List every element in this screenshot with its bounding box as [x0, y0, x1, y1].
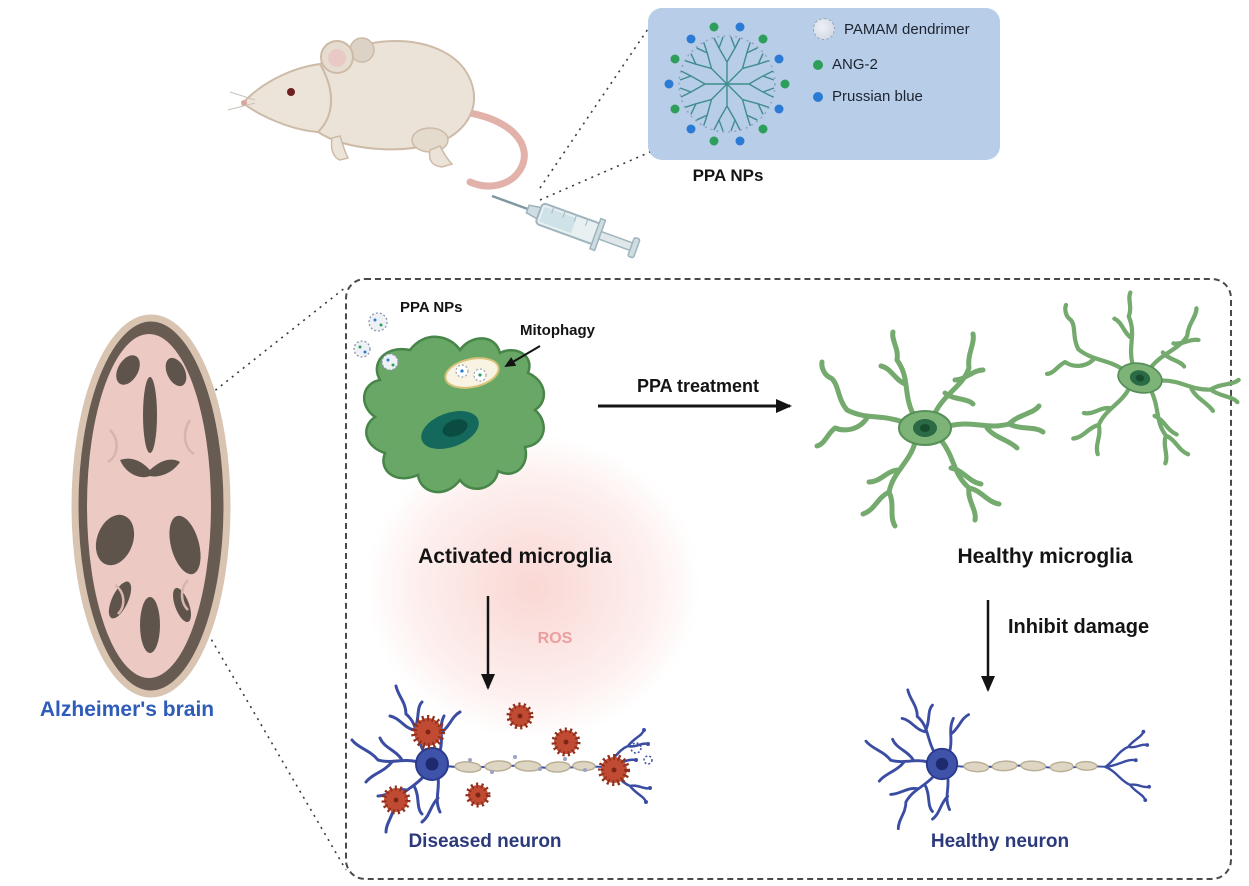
diseased-neuron-label: Diseased neuron: [408, 831, 562, 852]
mitophagy-label: Mitophagy: [520, 322, 595, 339]
mouse-illustration: [227, 37, 528, 190]
legend-item-prussian-blue: Prussian blue: [813, 88, 923, 105]
legend-label: Prussian blue: [832, 88, 923, 105]
blue-dot-icon: [813, 91, 823, 102]
ppa-nps-caption: PPA NPs: [692, 166, 764, 185]
ros-label: ROS: [537, 630, 573, 647]
brain-illustration: [71, 314, 231, 698]
syringe-illustration: [491, 194, 641, 259]
pamam-dendrimer-icon: [813, 18, 835, 40]
healthy-microglia-label: Healthy microglia: [957, 545, 1133, 568]
brain-zoom-panel: [345, 278, 1232, 880]
legend-label: ANG-2: [832, 56, 878, 73]
legend-item-ang2: ANG-2: [813, 56, 878, 73]
inhibit-damage-label: Inhibit damage: [1008, 616, 1150, 638]
green-dot-icon: [813, 59, 823, 70]
alzheimers-brain-label: Alzheimer's brain: [39, 698, 215, 721]
legend-label: PAMAM dendrimer: [844, 20, 970, 38]
ppa-nps-panel-label: PPA NPs: [400, 299, 463, 316]
healthy-neuron-label: Healthy neuron: [930, 831, 1070, 852]
ppa-treatment-label: PPA treatment: [636, 376, 760, 396]
activated-microglia-label: Activated microglia: [418, 545, 612, 568]
legend-item-pamam: PAMAM dendrimer: [813, 18, 970, 40]
